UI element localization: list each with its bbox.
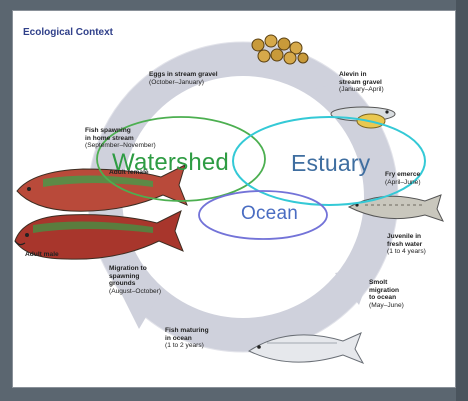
eggs-icon — [252, 35, 308, 64]
watershed-label: Watershed — [112, 149, 229, 177]
estuary-label: Estuary — [291, 150, 370, 177]
alevin-label: Alevin in stream gravel (January–April) — [339, 71, 384, 94]
spawning-label: Fish spawning in home stream (September–… — [85, 127, 156, 150]
migration-label: Migration to spawning grounds (August–Oc… — [109, 265, 161, 295]
diagram-panel: Ecological Context Eggs in stream gravel… — [12, 10, 456, 388]
smolt-label: Smolt migration to ocean (May–June) — [369, 279, 404, 309]
fry-label: Fry emerce (April–June) — [385, 171, 421, 186]
maturing-label: Fish maturing in ocean (1 to 2 years) — [165, 327, 209, 350]
slide-right-edge — [456, 0, 468, 401]
ocean-label: Ocean — [241, 203, 298, 225]
life-cycle-diagram — [13, 11, 455, 387]
eggs-label: Eggs in stream gravel (October–January) — [149, 71, 218, 86]
adult-male-label: Adult male — [25, 251, 59, 259]
juvenile-label: Juvenile in fresh water (1 to 4 years) — [387, 233, 426, 256]
diagram-title: Ecological Context — [23, 27, 113, 38]
